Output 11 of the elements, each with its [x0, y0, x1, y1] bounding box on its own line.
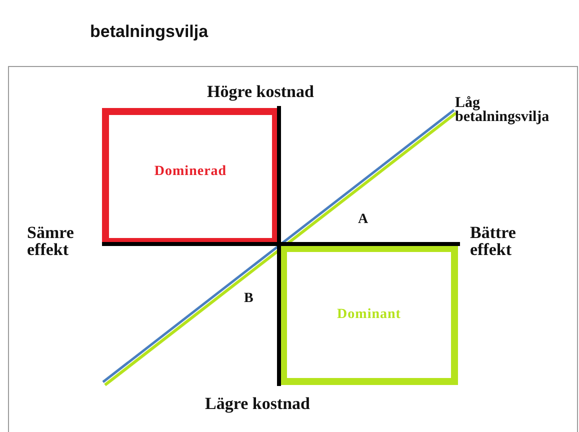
axis-label: Lägre kostnad [205, 395, 310, 412]
diagram-title: betalningsvilja [90, 22, 208, 42]
quadrant-label: Dominerad [154, 164, 227, 180]
axis-label: Bättre effekt [470, 224, 517, 258]
quadrant-label: Dominant [337, 307, 401, 323]
region-letter: B [244, 290, 254, 307]
region-letter: A [358, 211, 368, 228]
quadrant-box [280, 245, 458, 385]
quadrant-box [102, 108, 279, 245]
axis-label: Högre kostnad [207, 83, 314, 100]
axis-label: Sämre effekt [27, 224, 75, 258]
